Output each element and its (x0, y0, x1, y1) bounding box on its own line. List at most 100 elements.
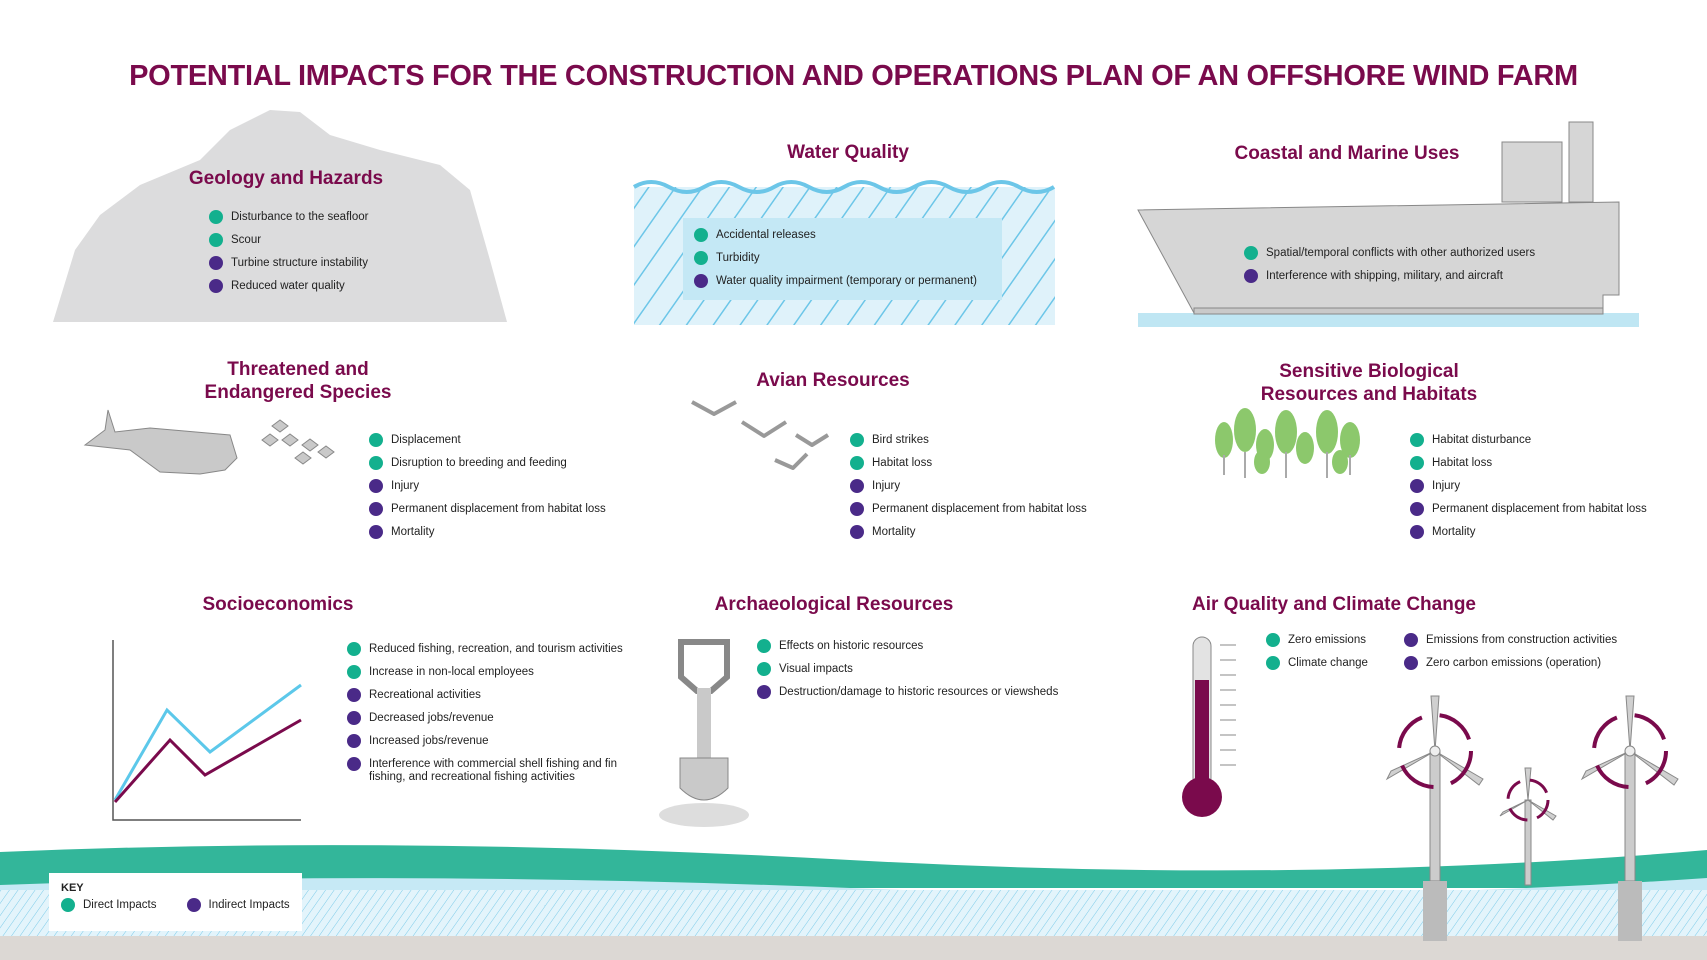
indirect-impact-dot-icon (1404, 633, 1418, 647)
indirect-impact-dot-icon (347, 711, 361, 725)
indirect-impact-dot-icon (1410, 479, 1424, 493)
impact-label: Bird strikes (872, 434, 929, 446)
coastal-list: Spatial/temporal conflicts with other au… (1244, 246, 1535, 293)
impact-item: Mortality (1410, 525, 1647, 549)
impact-label: Permanent displacement from habitat loss (1432, 503, 1647, 515)
direct-impact-dot-icon (1266, 633, 1280, 647)
impact-item: Decreased jobs/revenue (347, 711, 623, 735)
impact-item: Habitat loss (1410, 456, 1647, 480)
impact-item: Permanent displacement from habitat loss (850, 502, 1087, 526)
impact-item: Permanent displacement from habitat loss (369, 502, 606, 526)
impact-label: Effects on historic resources (779, 640, 924, 652)
direct-impact-dot-icon (694, 228, 708, 242)
impact-label: Climate change (1288, 657, 1368, 669)
coastal-heading: Coastal and Marine Uses (1234, 143, 1460, 164)
impact-label: Increased jobs/revenue (369, 735, 489, 747)
direct-impact-dot-icon (757, 639, 771, 653)
air-heading: Air Quality and Climate Change (1192, 594, 1476, 615)
impact-item: Zero carbon emissions (operation) (1404, 656, 1617, 680)
impact-item: Destruction/damage to historic resources… (757, 685, 1058, 709)
indirect-impact-dot-icon (186, 898, 201, 912)
impact-label: Interference with commercial shell fishi… (369, 758, 618, 783)
thermometer-illustration (1182, 636, 1236, 817)
impact-item: Disruption to breeding and feeding (369, 456, 606, 480)
impact-label: Permanent displacement from habitat loss (391, 503, 606, 515)
ship-illustration (1137, 121, 1639, 327)
indirect-impact-dot-icon (369, 502, 383, 516)
impact-label: Accidental releases (716, 229, 816, 241)
impact-label: Decreased jobs/revenue (369, 712, 494, 724)
impact-label: Turbine structure instability (231, 257, 368, 269)
direct-impact-dot-icon (1410, 456, 1424, 470)
page-title: POTENTIAL IMPACTS FOR THE CONSTRUCTION A… (129, 60, 1578, 92)
impact-item: Visual impacts (757, 662, 1058, 686)
impact-label: Zero emissions (1288, 634, 1366, 646)
impact-item: Injury (1410, 479, 1647, 503)
impact-item: Disturbance to the seafloor (209, 210, 369, 234)
impact-item: Habitat disturbance (1410, 433, 1647, 457)
whale-illustration (83, 409, 335, 475)
direct-impact-dot-icon (347, 642, 361, 656)
indirect-impact-dot-icon (1410, 502, 1424, 516)
species-heading: Threatened and Endangered Species (204, 359, 392, 403)
impact-label: Habitat disturbance (1432, 434, 1532, 446)
direct-impact-dot-icon (850, 456, 864, 470)
wind-turbines-illustration (1385, 695, 1679, 941)
archaeo-heading: Archaeological Resources (714, 594, 954, 615)
indirect-impact-dot-icon (369, 479, 383, 493)
indirect-impact-dot-icon (347, 757, 361, 771)
impact-label: Interference with shipping, military, an… (1266, 270, 1503, 282)
indirect-impact-dot-icon (850, 502, 864, 516)
socio-heading: Socioeconomics (202, 594, 354, 615)
socio-list: Reduced fishing, recreation, and tourism… (347, 642, 623, 788)
indirect-impact-dot-icon (209, 256, 223, 270)
impact-label: Injury (1432, 480, 1461, 492)
key-direct-label: Direct Impacts (83, 899, 157, 911)
impact-item: Habitat loss (850, 456, 1087, 480)
impact-item: Turbidity (694, 251, 977, 275)
indirect-impact-dot-icon (1404, 656, 1418, 670)
trees-illustration (1215, 408, 1360, 478)
water-heading: Water Quality (787, 142, 909, 163)
indirect-impact-dot-icon (1244, 269, 1258, 283)
direct-impact-dot-icon (850, 433, 864, 447)
impact-item: Recreational activities (347, 688, 623, 712)
impact-label: Permanent displacement from habitat loss (872, 503, 1087, 515)
impact-label: Scour (231, 234, 262, 246)
impact-label: Habitat loss (872, 457, 933, 469)
impact-label: Mortality (391, 526, 435, 538)
avian-heading: Avian Resources (756, 370, 910, 391)
direct-impact-dot-icon (757, 662, 771, 676)
impact-item: Interference with shipping, military, an… (1244, 269, 1535, 293)
impact-label: Mortality (1432, 526, 1476, 538)
impact-item: Mortality (369, 525, 606, 549)
biological-heading: Sensitive Biological Resources and Habit… (1260, 361, 1478, 405)
seabed-band (0, 845, 1707, 888)
impact-item: Bird strikes (850, 433, 1087, 457)
impact-label: Disturbance to the seafloor (231, 211, 369, 223)
impact-item: Interference with commercial shell fishi… (347, 757, 623, 788)
direct-impact-dot-icon (209, 233, 223, 247)
impact-label: Visual impacts (779, 663, 853, 675)
impact-label: Recreational activities (369, 689, 481, 701)
impact-item: Increase in non-local employees (347, 665, 623, 689)
impact-item: Scour (209, 233, 368, 257)
direct-impact-dot-icon (1244, 246, 1258, 260)
impact-item: Accidental releases (694, 228, 977, 252)
key-indirect-label: Indirect Impacts (208, 899, 290, 911)
impact-label: Emissions from construction activities (1426, 634, 1618, 646)
impact-label: Mortality (872, 526, 916, 538)
impact-item: Injury (850, 479, 1087, 503)
impact-label: Zero carbon emissions (operation) (1426, 657, 1602, 669)
indirect-impact-dot-icon (694, 274, 708, 288)
key-title: KEY (61, 882, 84, 894)
geology-heading: Geology and Hazards (188, 168, 384, 189)
impact-label: Turbidity (716, 252, 760, 264)
indirect-impact-dot-icon (347, 688, 361, 702)
